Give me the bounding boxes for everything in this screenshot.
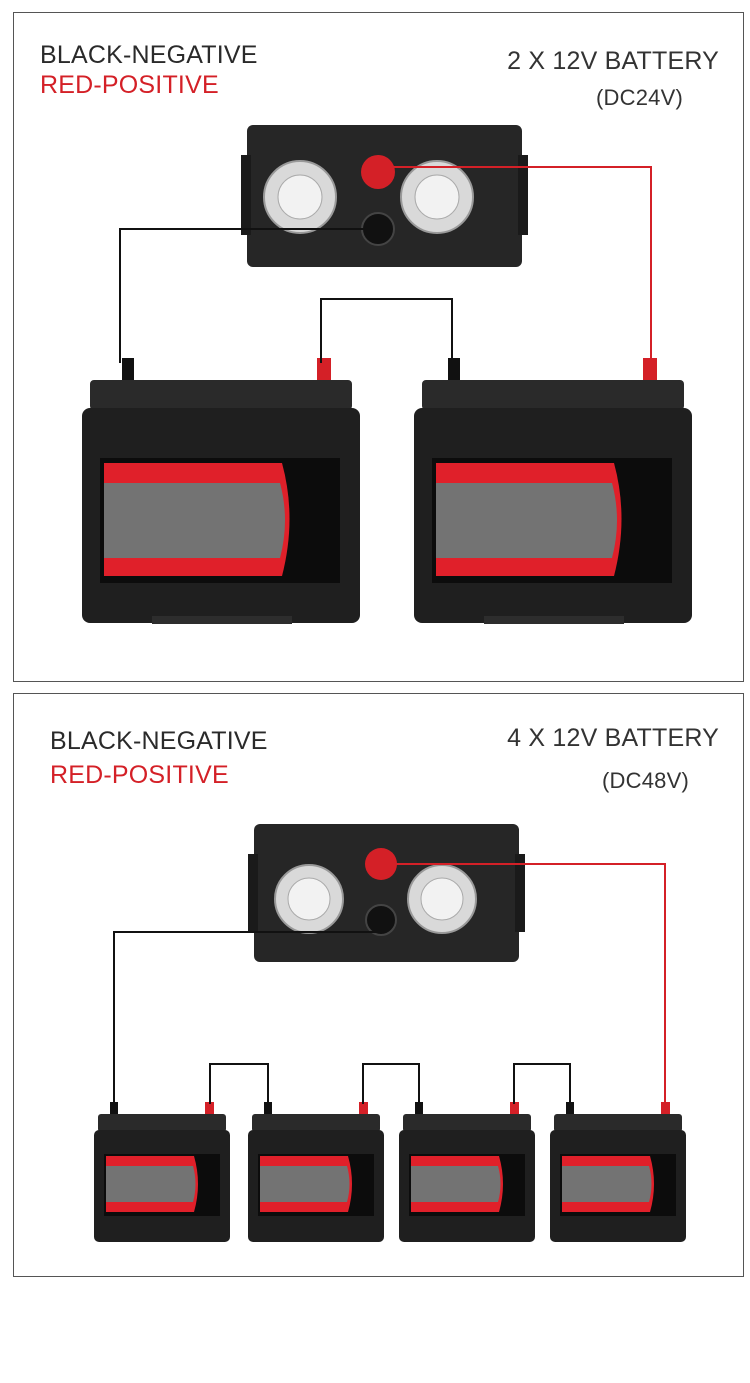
wiring-diagram-24v — [82, 125, 692, 624]
battery-config-label: 4 X 12V BATTERY — [507, 724, 719, 752]
legend-negative: BLACK-NEGATIVE — [50, 727, 268, 755]
inverter — [248, 824, 525, 962]
wiring-diagram-48v — [94, 824, 686, 1242]
series-wire-battery-3-to-battery-4 — [513, 1063, 571, 1104]
positive-wire-battery-2-to-inverter — [378, 166, 652, 363]
legend-positive: RED-POSITIVE — [50, 761, 229, 789]
battery-1 — [94, 1102, 230, 1242]
inverter — [241, 125, 528, 267]
series-wire-battery-1-to-battery-2 — [209, 1063, 269, 1104]
battery-4 — [550, 1102, 686, 1242]
legend-negative: BLACK-NEGATIVE — [40, 41, 258, 69]
battery-3 — [399, 1102, 535, 1242]
voltage-label: (DC24V) — [596, 85, 683, 110]
battery-1 — [82, 358, 360, 624]
series-wire-battery-2-to-battery-3 — [362, 1063, 420, 1104]
battery-2 — [248, 1102, 384, 1242]
battery-2 — [414, 358, 692, 624]
series-wire-battery-1-to-battery-2 — [320, 298, 453, 363]
battery-config-label: 2 X 12V BATTERY — [507, 47, 719, 75]
wiring-panel-24v: BLACK-NEGATIVE RED-POSITIVE 2 X 12V BATT… — [13, 12, 744, 682]
positive-wire-battery-4-to-inverter — [381, 863, 666, 1104]
negative-wire-inverter-to-battery-1 — [119, 228, 378, 363]
negative-wire-inverter-to-battery-1 — [113, 931, 384, 1104]
voltage-label: (DC48V) — [602, 768, 689, 793]
legend-positive: RED-POSITIVE — [40, 71, 219, 99]
wiring-panel-48v: BLACK-NEGATIVE RED-POSITIVE 4 X 12V BATT… — [13, 693, 744, 1277]
